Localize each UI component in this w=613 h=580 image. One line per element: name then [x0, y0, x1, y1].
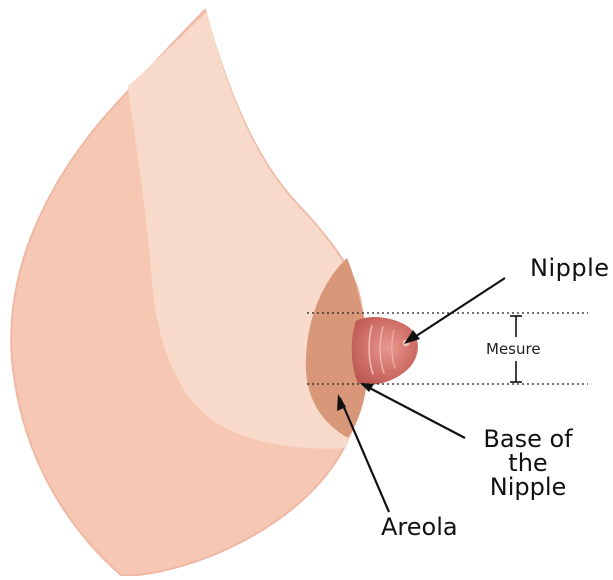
nipple-arrow-line — [407, 278, 505, 342]
base-arrow-line — [362, 384, 465, 438]
measure-label: Mesure — [486, 342, 541, 357]
nipple-shape — [352, 317, 418, 385]
areola-arrow-line — [340, 398, 389, 512]
nipple-label: Nipple — [530, 256, 610, 280]
base-of-nipple-label: Base of the Nipple — [473, 427, 583, 499]
areola-label: Areola — [381, 515, 458, 539]
